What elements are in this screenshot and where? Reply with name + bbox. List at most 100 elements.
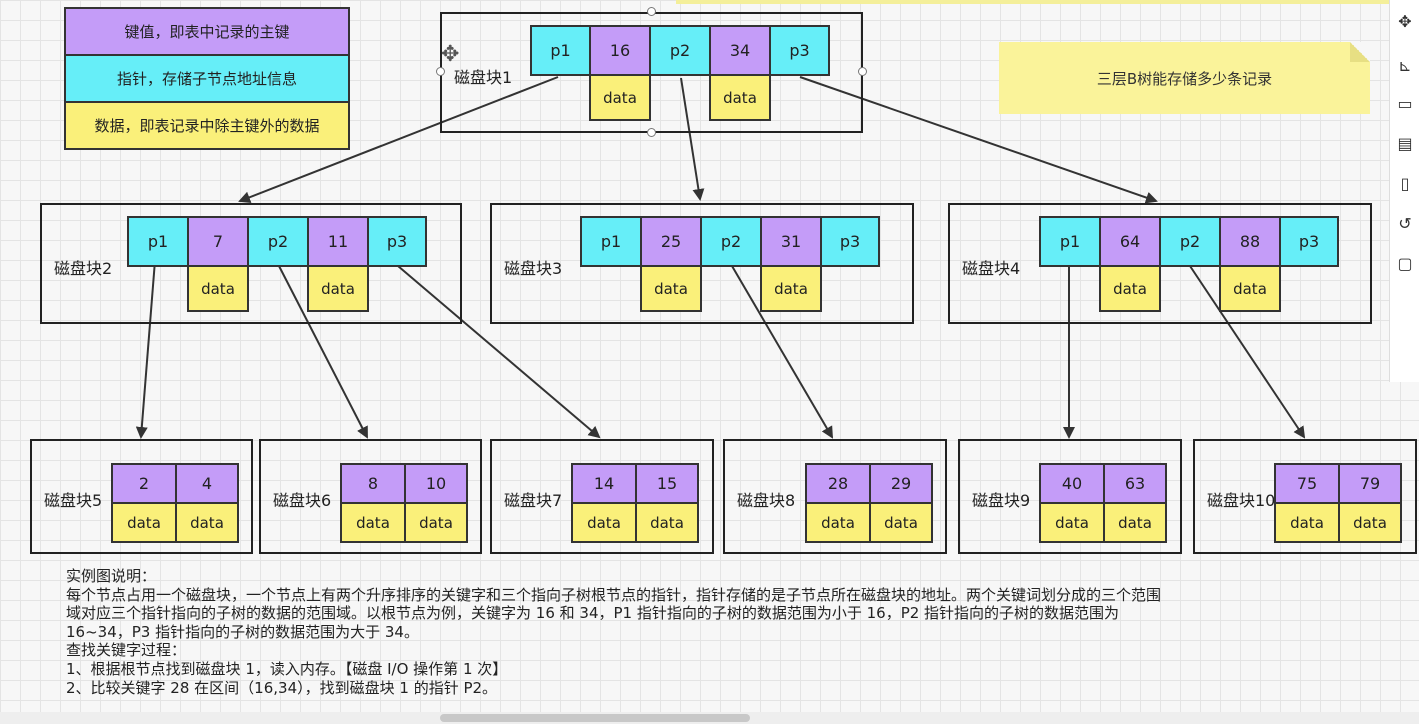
pointer-cell: p3 bbox=[820, 216, 880, 267]
key-cell: 14 bbox=[571, 463, 637, 504]
pointer-cell: p2 bbox=[649, 25, 711, 76]
block-label: 磁盘块3 bbox=[504, 259, 563, 278]
key-cell: 64 bbox=[1099, 216, 1161, 267]
move-cursor-icon: ✥ bbox=[441, 42, 460, 67]
pointer-cell: p1 bbox=[580, 216, 642, 267]
data-cell: data bbox=[869, 502, 933, 543]
block-label: 磁盘块10 bbox=[1207, 491, 1276, 510]
right-toolbar: ✥ ⊾ ▭ ▤ ▯ ↺ ▢ bbox=[1389, 0, 1419, 382]
description-line: 实例图说明： bbox=[66, 567, 157, 585]
note-fold bbox=[1350, 42, 1370, 62]
data-cell: data bbox=[589, 74, 651, 121]
data-cell: data bbox=[1338, 502, 1402, 543]
block-label: 磁盘块5 bbox=[44, 491, 103, 510]
pointer-cell: p2 bbox=[247, 216, 309, 267]
data-cell: data bbox=[1039, 502, 1105, 543]
arrow-b2-p2 bbox=[278, 265, 368, 439]
calendar-icon[interactable]: ▭ bbox=[1397, 93, 1413, 113]
disk-block-8[interactable] bbox=[723, 439, 947, 554]
layout-icon[interactable]: ⊾ bbox=[1398, 55, 1412, 75]
selection-handle[interactable] bbox=[436, 67, 445, 76]
key-cell: 15 bbox=[635, 463, 699, 504]
data-cell: data bbox=[1219, 265, 1281, 312]
pointer-cell: p3 bbox=[367, 216, 427, 267]
description-line: 2、比较关键字 28 在区间（16,34），找到磁盘块 1 的指针 P2。 bbox=[66, 678, 498, 697]
data-cell: data bbox=[640, 265, 702, 312]
data-cell: data bbox=[404, 502, 468, 543]
block-label: 磁盘块2 bbox=[54, 259, 113, 278]
data-cell: data bbox=[571, 502, 637, 543]
disk-block-6[interactable] bbox=[259, 439, 482, 554]
data-cell: data bbox=[805, 502, 871, 543]
data-cell: data bbox=[340, 502, 406, 543]
data-cell: data bbox=[709, 74, 771, 121]
arrow-b1-p1 bbox=[238, 76, 559, 203]
data-cell: data bbox=[187, 265, 249, 312]
block-label: 磁盘块4 bbox=[962, 259, 1021, 278]
selection-handle[interactable] bbox=[647, 7, 656, 16]
key-cell: 16 bbox=[589, 25, 651, 76]
key-cell: 2 bbox=[111, 463, 177, 504]
arrow-b3-p2 bbox=[731, 265, 834, 439]
key-cell: 4 bbox=[175, 463, 239, 504]
pointer-cell: p2 bbox=[1159, 216, 1221, 267]
disk-block-4[interactable] bbox=[948, 203, 1372, 324]
key-cell: 28 bbox=[805, 463, 871, 504]
arrow-b2-p3 bbox=[397, 265, 601, 439]
data-cell: data bbox=[307, 265, 369, 312]
key-cell: 40 bbox=[1039, 463, 1105, 504]
key-cell: 11 bbox=[307, 216, 369, 267]
horizontal-scrollbar[interactable] bbox=[0, 712, 1419, 724]
key-cell: 29 bbox=[869, 463, 933, 504]
arrow-b2-p1 bbox=[135, 247, 157, 439]
description-line: 1、根据根节点找到磁盘块 1，读入内存。【磁盘 I/O 操作第 1 次】 bbox=[66, 659, 508, 678]
block-label: 磁盘块8 bbox=[737, 491, 796, 510]
key-cell: 31 bbox=[760, 216, 822, 267]
disk-block-2[interactable] bbox=[40, 203, 462, 324]
key-cell: 8 bbox=[340, 463, 406, 504]
disk-block-7[interactable] bbox=[490, 439, 714, 554]
description-line: 16~34，P3 指针指向的子树的数据范围为大于 34。 bbox=[66, 622, 419, 641]
sticky-note[interactable]: 三层B树能存储多少条记录 bbox=[999, 42, 1370, 114]
disk-block-3[interactable] bbox=[490, 203, 914, 324]
block-label: 磁盘块9 bbox=[972, 491, 1031, 510]
selection-handle[interactable] bbox=[647, 128, 656, 137]
data-cell: data bbox=[1099, 265, 1161, 312]
legend-data: 数据，即表记录中除主键外的数据 bbox=[64, 101, 350, 150]
history-icon[interactable]: ↺ bbox=[1398, 213, 1412, 233]
key-cell: 79 bbox=[1338, 463, 1402, 504]
data-cell: data bbox=[1103, 502, 1167, 543]
selection-handle[interactable] bbox=[858, 67, 867, 76]
description-text: 实例图说明： 每个节点占用一个磁盘块，一个节点上有两个升序排序的关键字和三个指向… bbox=[66, 567, 1326, 697]
pointer-cell: p3 bbox=[769, 25, 830, 76]
data-cell: data bbox=[175, 502, 239, 543]
key-cell: 63 bbox=[1103, 463, 1167, 504]
pointer-cell: p1 bbox=[127, 216, 189, 267]
arrow-b4-p2 bbox=[1189, 265, 1306, 439]
pointer-cell: p1 bbox=[530, 25, 591, 76]
block-label: 磁盘块1 bbox=[454, 68, 513, 87]
move-icon[interactable]: ✥ bbox=[1398, 11, 1412, 31]
data-cell: data bbox=[111, 502, 177, 543]
key-cell: 88 bbox=[1219, 216, 1281, 267]
pointer-cell: p2 bbox=[700, 216, 762, 267]
scroll-thumb[interactable] bbox=[440, 714, 750, 722]
arrow-b1-p3 bbox=[799, 76, 1158, 204]
page-icon[interactable]: ▯ bbox=[1400, 173, 1410, 193]
top-strip bbox=[676, 0, 1419, 4]
description-line: 域对应三个指针指向的子树的数据的范围域。以根节点为例，关键字为 16 和 34，… bbox=[66, 604, 1120, 623]
disk-block-9[interactable] bbox=[958, 439, 1182, 554]
data-cell: data bbox=[635, 502, 699, 543]
panel-icon[interactable]: ▤ bbox=[1397, 133, 1413, 153]
disk-block-5[interactable] bbox=[30, 439, 253, 554]
key-cell: 10 bbox=[404, 463, 468, 504]
key-cell: 25 bbox=[640, 216, 702, 267]
key-cell: 7 bbox=[187, 216, 249, 267]
description-line: 每个节点占用一个磁盘块，一个节点上有两个升序排序的关键字和三个指向子树根节点的指… bbox=[66, 585, 1162, 604]
comment-icon[interactable]: ▢ bbox=[1397, 253, 1413, 273]
key-cell: 34 bbox=[709, 25, 771, 76]
data-cell: data bbox=[760, 265, 822, 312]
pointer-cell: p3 bbox=[1279, 216, 1339, 267]
disk-block-10[interactable] bbox=[1193, 439, 1417, 554]
